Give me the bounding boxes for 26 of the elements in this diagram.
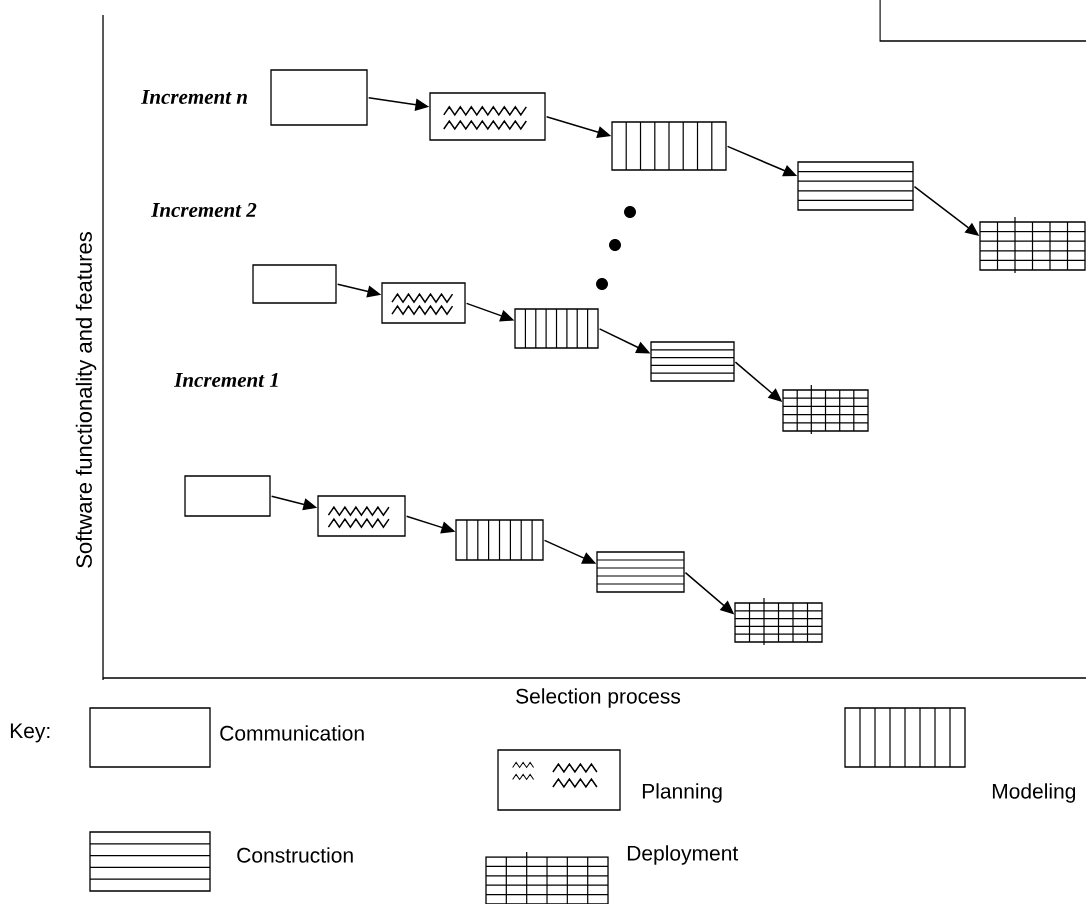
- deployment-box: [734, 597, 823, 646]
- increment-label: Increment n: [141, 90, 247, 104]
- legend-label: Construction: [237, 847, 353, 863]
- key-label: Key:: [10, 723, 50, 743]
- deployment-box: [979, 216, 1086, 274]
- legend-label: Planning: [642, 783, 722, 803]
- planning-box: [317, 495, 406, 537]
- axis-label: Selection process: [516, 688, 681, 708]
- communication-box: [270, 69, 368, 126]
- legend-label: Deployment: [627, 845, 739, 865]
- communication-box: [252, 264, 337, 304]
- modeling-box: [455, 519, 544, 561]
- legend-label: Modeling: [992, 783, 1076, 803]
- increment-label: Increment 1: [174, 372, 278, 388]
- legend-label: Communication: [220, 725, 364, 741]
- construction-box: [596, 551, 685, 593]
- deployment-box: [782, 384, 869, 435]
- construction-box: [797, 161, 914, 211]
- planning-box: [381, 282, 466, 324]
- planning-box: [429, 92, 546, 141]
- modeling-box: [514, 308, 599, 349]
- construction-box: [650, 341, 735, 382]
- increment-label: Increment 2: [151, 202, 257, 218]
- axis-label: Software functionality and features: [75, 232, 97, 568]
- modeling-box: [611, 121, 727, 171]
- communication-box: [184, 475, 271, 517]
